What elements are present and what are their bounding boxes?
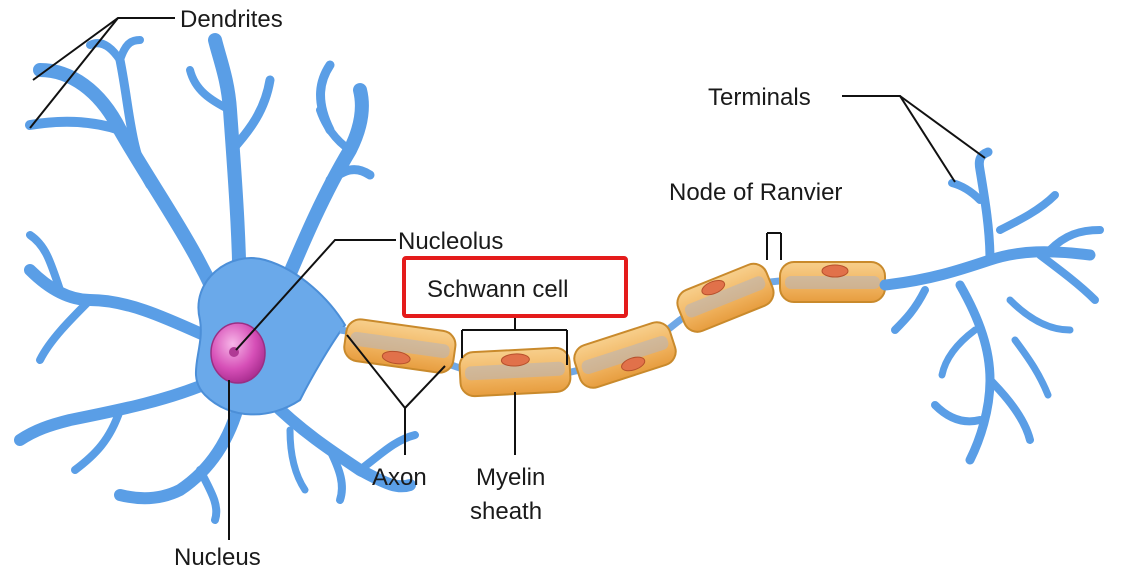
- label-myelin-line2: sheath: [470, 498, 542, 525]
- label-schwann-cell: Schwann cell: [427, 276, 568, 303]
- label-axon: Axon: [372, 464, 427, 491]
- label-myelin-line1: Myelin: [476, 464, 545, 491]
- label-node-of-ranvier: Node of Ranvier: [669, 179, 842, 206]
- label-nucleus: Nucleus: [174, 544, 261, 571]
- label-terminals: Terminals: [708, 84, 811, 111]
- label-dendrites: Dendrites: [180, 6, 283, 33]
- terminals-graphic: [885, 152, 1100, 460]
- label-nucleolus: Nucleolus: [398, 228, 503, 255]
- myelin-segments: [342, 260, 885, 397]
